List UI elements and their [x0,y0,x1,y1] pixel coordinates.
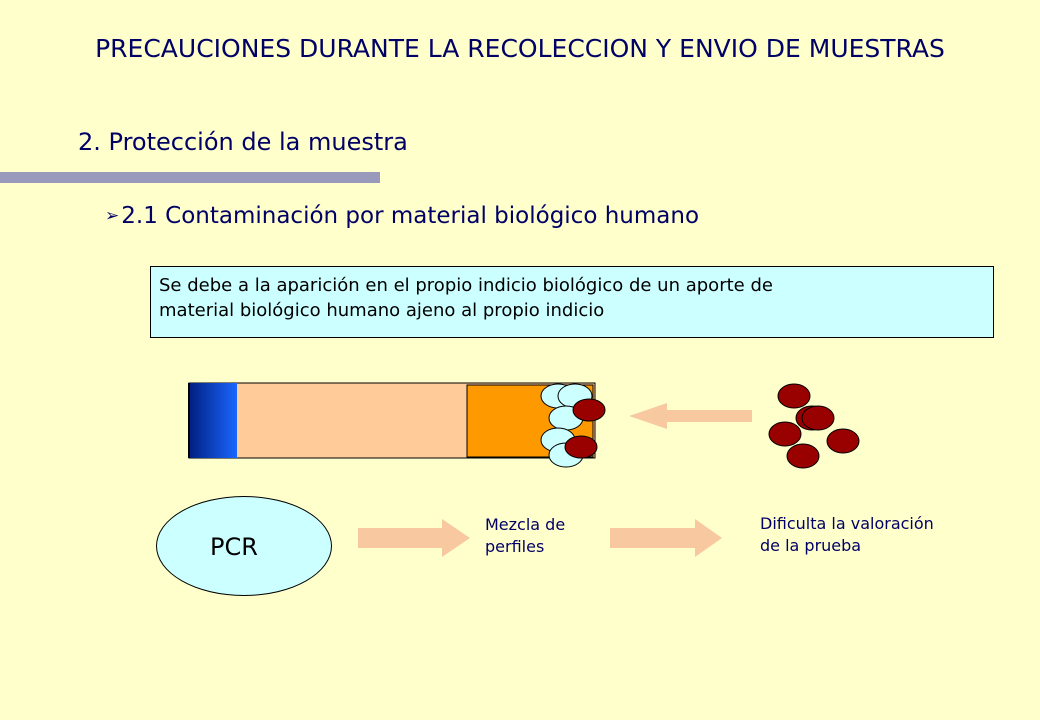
mezcla-perfiles-text: Mezcla de perfiles [485,514,565,558]
dificulta-line-1: Dificulta la valoración [760,514,934,533]
mezcla-line-1: Mezcla de [485,515,566,534]
definition-line-1: Se debe a la aparición en el propio indi… [159,275,773,296]
pcr-ellipse [156,496,332,596]
slide-title: PRECAUCIONES DURANTE LA RECOLECCION Y EN… [40,32,1000,65]
section-subtitle: 2. Protección de la muestra [78,128,408,156]
blood-cell [777,383,811,409]
contamination-arrow [629,403,752,429]
divider-bar [0,172,380,183]
flow-arrow-2 [610,519,722,557]
blood-cell [801,405,835,431]
sample-tube [188,382,596,459]
pcr-label: PCR [210,533,258,561]
blood-cell [826,428,860,454]
slide-title-text: PRECAUCIONES DURANTE LA RECOLECCION Y EN… [95,34,945,63]
contaminant-cell [564,435,598,459]
bullet-item: ➢2.1 Contaminación por material biológic… [105,203,699,229]
arrow-bullet-icon: ➢ [105,206,120,226]
human-cells-cluster [768,383,860,469]
dificulta-text: Dificulta la valoración de la prueba [760,513,934,557]
flow-arrow-1 [358,519,470,557]
definition-box: Se debe a la aparición en el propio indi… [150,266,994,338]
blood-cell [786,443,820,469]
mezcla-line-2: perfiles [485,537,545,556]
dificulta-line-2: de la prueba [760,536,862,555]
bullet-text: 2.1 Contaminación por material biológico… [121,203,700,229]
contaminant-cell [572,398,606,422]
sample-cells [540,383,606,468]
blood-cell [768,421,802,447]
definition-line-2: material biológico humano ajeno al propi… [159,300,605,321]
tube-cap [189,383,237,458]
